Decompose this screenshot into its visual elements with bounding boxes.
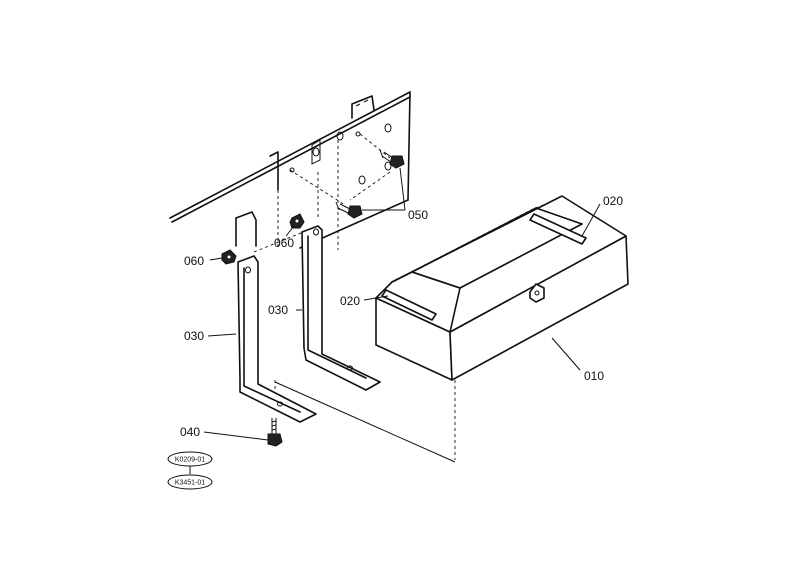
bolt-lower[interactable] bbox=[335, 201, 363, 219]
reference-code-1: K0209-01 bbox=[175, 457, 205, 464]
callout-060-mid: 060 bbox=[274, 236, 294, 250]
callout-020-right: 020 bbox=[603, 194, 623, 208]
callout-050: 050 bbox=[408, 208, 428, 222]
reference-codes: K0209-01 K3451-01 bbox=[167, 451, 213, 490]
callout-010: 010 bbox=[584, 369, 604, 383]
reference-code-2: K3451-01 bbox=[175, 480, 205, 487]
nut-left[interactable] bbox=[221, 249, 237, 265]
alignment-line bbox=[274, 381, 456, 463]
callout-030-left: 030 bbox=[184, 329, 204, 343]
bolt-bottom[interactable] bbox=[267, 418, 283, 447]
frame-panel bbox=[169, 91, 411, 249]
bolt-upper[interactable] bbox=[379, 149, 405, 169]
callout-060-left: 060 bbox=[184, 254, 204, 268]
callout-040: 040 bbox=[180, 425, 200, 439]
nut-mid[interactable] bbox=[289, 213, 305, 229]
callout-020-left: 020 bbox=[340, 294, 360, 308]
callout-030-right: 030 bbox=[268, 303, 288, 317]
leader-lines bbox=[203, 167, 601, 441]
storage-box[interactable] bbox=[375, 195, 629, 381]
bracket-left[interactable] bbox=[237, 255, 317, 423]
bracket-right[interactable] bbox=[301, 225, 381, 391]
